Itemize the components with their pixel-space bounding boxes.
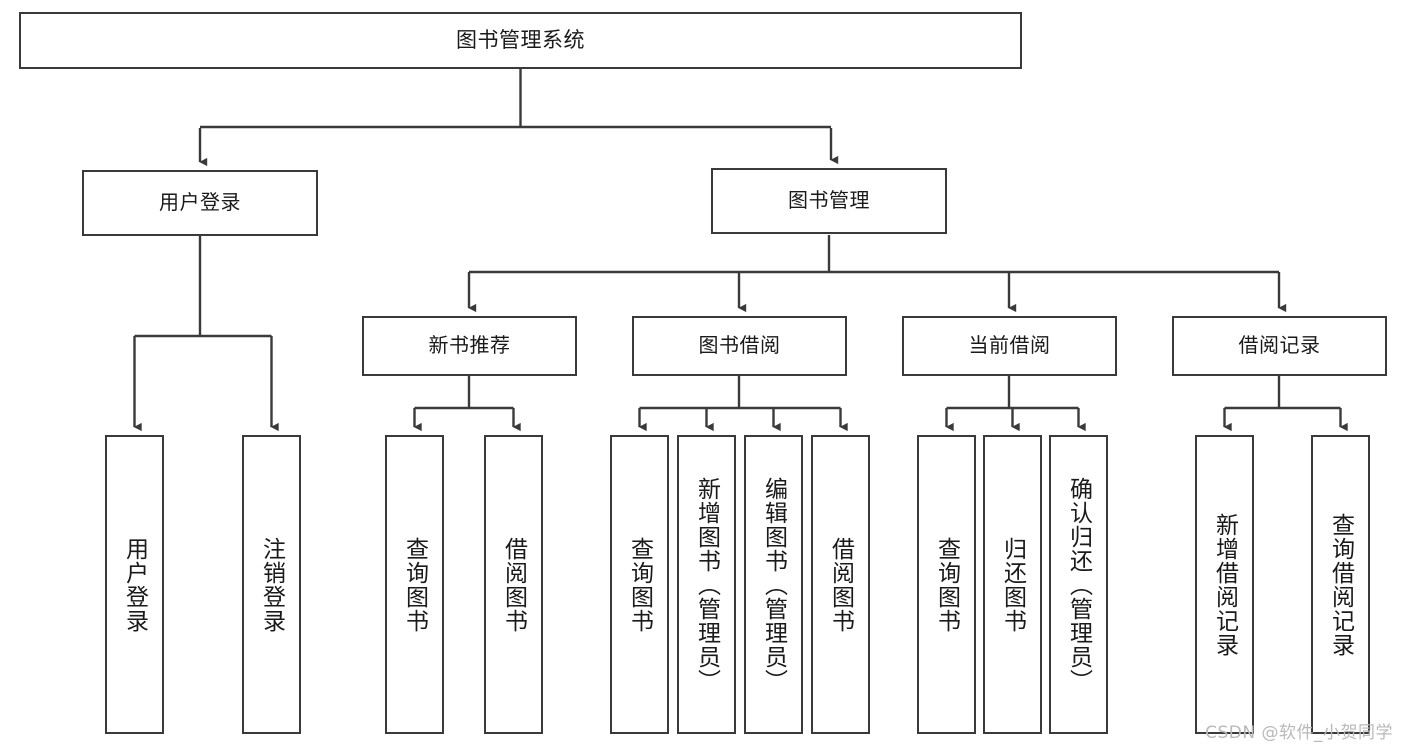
leaf-recommendation-borrow-book[interactable]: 借阅图书 bbox=[484, 435, 543, 734]
node-label: 归还图书 bbox=[999, 536, 1026, 633]
node-book-borrowing[interactable]: 图书借阅 bbox=[632, 316, 847, 376]
node-label: 查询图书 bbox=[933, 536, 960, 633]
leaf-current-return-book[interactable]: 归还图书 bbox=[983, 435, 1042, 734]
node-label: 用户登录 bbox=[121, 536, 148, 633]
node-borrowing-record[interactable]: 借阅记录 bbox=[1172, 316, 1387, 376]
node-label: 当前借阅 bbox=[968, 333, 1051, 358]
leaf-record-add-borrow-record[interactable]: 新增借阅记录 bbox=[1195, 435, 1254, 734]
leaf-current-confirm-return-admin[interactable]: 确认归还（管理员） bbox=[1049, 435, 1108, 734]
leaf-borrow-edit-book-admin[interactable]: 编辑图书（管理员） bbox=[744, 435, 803, 734]
node-label: 用户登录 bbox=[159, 190, 241, 215]
node-root-system[interactable]: 图书管理系统 bbox=[19, 12, 1022, 69]
node-current-borrowing[interactable]: 当前借阅 bbox=[902, 316, 1117, 376]
node-label: 图书管理系统 bbox=[456, 28, 585, 53]
node-label: 查询图书 bbox=[626, 536, 653, 633]
node-book-management[interactable]: 图书管理 bbox=[711, 168, 947, 234]
node-new-book-recommendation[interactable]: 新书推荐 bbox=[362, 316, 577, 376]
node-label: 编辑图书（管理员） bbox=[760, 476, 787, 693]
leaf-record-query-borrow-record[interactable]: 查询借阅记录 bbox=[1311, 435, 1370, 734]
leaf-borrow-borrow-book[interactable]: 借阅图书 bbox=[811, 435, 870, 734]
node-label: 新书推荐 bbox=[428, 333, 511, 358]
node-label: 借阅图书 bbox=[500, 536, 527, 633]
node-label: 确认归还（管理员） bbox=[1065, 476, 1092, 693]
node-label: 查询图书 bbox=[401, 536, 428, 633]
leaf-user-login[interactable]: 用户登录 bbox=[105, 435, 164, 734]
node-label: 新增借阅记录 bbox=[1211, 512, 1238, 657]
node-label: 查询借阅记录 bbox=[1327, 512, 1354, 657]
leaf-current-query-book[interactable]: 查询图书 bbox=[917, 435, 976, 734]
node-user-login[interactable]: 用户登录 bbox=[82, 170, 318, 236]
leaf-borrow-query-book[interactable]: 查询图书 bbox=[610, 435, 669, 734]
node-label: 图书借阅 bbox=[698, 333, 781, 358]
leaf-borrow-add-book-admin[interactable]: 新增图书（管理员） bbox=[677, 435, 736, 734]
leaf-user-logout[interactable]: 注销登录 bbox=[242, 435, 301, 734]
node-label: 图书管理 bbox=[788, 188, 870, 213]
csdn-watermark: CSDN @软件_小贺同学 bbox=[1205, 723, 1393, 743]
node-label: 新增图书（管理员） bbox=[693, 476, 720, 693]
node-label: 借阅记录 bbox=[1238, 333, 1321, 358]
node-label: 借阅图书 bbox=[827, 536, 854, 633]
node-label: 注销登录 bbox=[258, 536, 285, 633]
leaf-recommendation-query-book[interactable]: 查询图书 bbox=[385, 435, 444, 734]
